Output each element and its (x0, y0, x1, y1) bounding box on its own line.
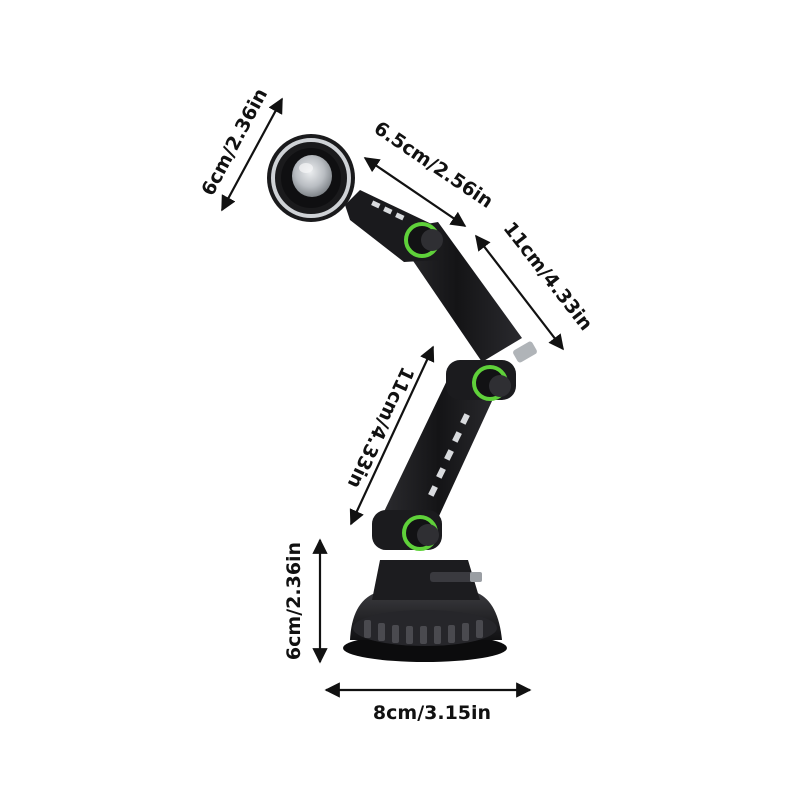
suction-base (343, 560, 507, 662)
arrow-magnet-diameter (221, 97, 283, 212)
label-base-width: 8cm/3.15in (373, 702, 491, 724)
label-base-height: 6cm/2.36in (283, 542, 305, 660)
middle-joint (446, 341, 537, 401)
label-upper-arm-long: 11cm/4.33in (499, 218, 597, 335)
dimension-arrows (221, 97, 564, 698)
arrow-lower-arm (349, 345, 435, 526)
magnetic-head (267, 134, 355, 222)
arrow-upper-arm-short (363, 157, 467, 227)
lower-joint (372, 510, 442, 551)
label-upper-arm-short: 6.5cm/2.56in (370, 117, 497, 213)
label-magnet-diameter: 6cm/2.36in (197, 85, 272, 200)
arrow-upper-arm-long (475, 234, 564, 351)
